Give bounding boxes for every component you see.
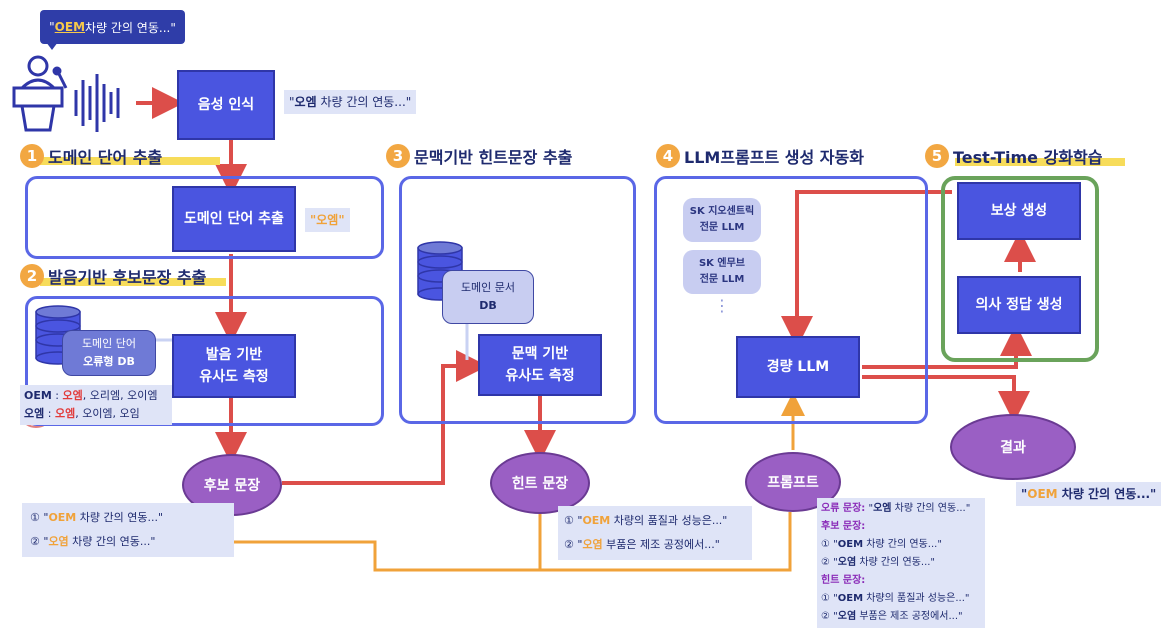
result-ellipse: 결과 bbox=[950, 414, 1076, 480]
arrow-llm-to-result bbox=[862, 375, 1030, 423]
hint-notes: ① "OEM 차량의 품질과 성능은..." ② "오염 부품은 제조 공정에서… bbox=[558, 506, 752, 560]
prompt-hint-2: ② "오염 부품은 제조 공정에서..." bbox=[821, 611, 963, 622]
prompt-hint-1: ① "OEM 차량의 품질과 성능은..." bbox=[821, 593, 970, 604]
result-note: "OEM 차량 간의 연동..." bbox=[1016, 482, 1162, 506]
hint-note-2: ② "오염 부품은 제조 공정에서..." bbox=[564, 538, 720, 551]
prompt-detail: 오류 문장: "오엠 차량 간의 연동..." 후보 문장: ① "OEM 차량… bbox=[817, 498, 985, 628]
frame-step3 bbox=[399, 176, 636, 424]
prompt-cand-2: ② "오염 차량 간의 연동..." bbox=[821, 557, 936, 568]
frame-step5 bbox=[941, 176, 1099, 362]
arrow-candidate-to-ctx bbox=[282, 350, 488, 485]
frame-step4 bbox=[654, 176, 928, 424]
candidate-note-2: ② "오염 차량 간의 연동..." bbox=[30, 535, 156, 548]
soundwave-icon bbox=[74, 74, 120, 132]
speech-bubble: "OEM 차량 간의 연동..." bbox=[40, 10, 185, 44]
asr-box: 음성 인식 bbox=[177, 70, 275, 140]
candidate-note-1: ① "OEM 차량 간의 연동..." bbox=[30, 511, 164, 524]
prompt-hint-label: 힌트 문장: bbox=[821, 575, 866, 586]
pill-more-dots: ⋮ bbox=[714, 296, 730, 315]
step1-highlight bbox=[40, 157, 220, 165]
variant-row-1: 오엠 : 오엠, 오이엠, 오임 bbox=[24, 407, 140, 420]
prompt-error-row: 오류 문장: "오엠 차량 간의 연동..." bbox=[821, 503, 971, 514]
step2-highlight bbox=[40, 278, 226, 286]
prompt-cand-label: 후보 문장: bbox=[821, 521, 866, 532]
domain-note: "오엠" bbox=[305, 208, 350, 232]
asr-note: "오엠 차량 간의 연동..." bbox=[284, 90, 417, 114]
decision-box: 의사 정답 생성 bbox=[957, 276, 1081, 334]
arrow-reward-to-llm bbox=[781, 190, 952, 348]
domain-extract-box: 도메인 단어 추출 bbox=[172, 186, 296, 252]
speaker-podium-icon bbox=[12, 55, 68, 132]
arrow-llm-to-decision bbox=[862, 324, 1032, 369]
hint-ellipse: 힌트 문장 bbox=[490, 452, 590, 514]
step5-highlight bbox=[955, 158, 1125, 166]
frame-step1 bbox=[25, 176, 384, 259]
candidate-notes: ① "OEM 차량 간의 연동..." ② "오염 차량 간의 연동..." bbox=[22, 503, 234, 557]
variant-row-0: OEM : 오엠, 오리엠, 오이엠 bbox=[24, 389, 158, 402]
light-llm-box: 경량 LLM bbox=[736, 336, 860, 398]
speech-bubble-tail bbox=[46, 42, 58, 50]
frame-step2 bbox=[25, 296, 384, 426]
reward-box: 보상 생성 bbox=[957, 182, 1081, 240]
hint-note-1: ① "OEM 차량의 품질과 성능은..." bbox=[564, 514, 728, 527]
oem-variants: OEM : 오엠, 오리엠, 오이엠 오엠 : 오엠, 오이엠, 오임 bbox=[20, 385, 172, 425]
prompt-cand-1: ① "OEM 차량 간의 연동..." bbox=[821, 539, 942, 550]
bubble-oem: OEM bbox=[54, 20, 86, 34]
